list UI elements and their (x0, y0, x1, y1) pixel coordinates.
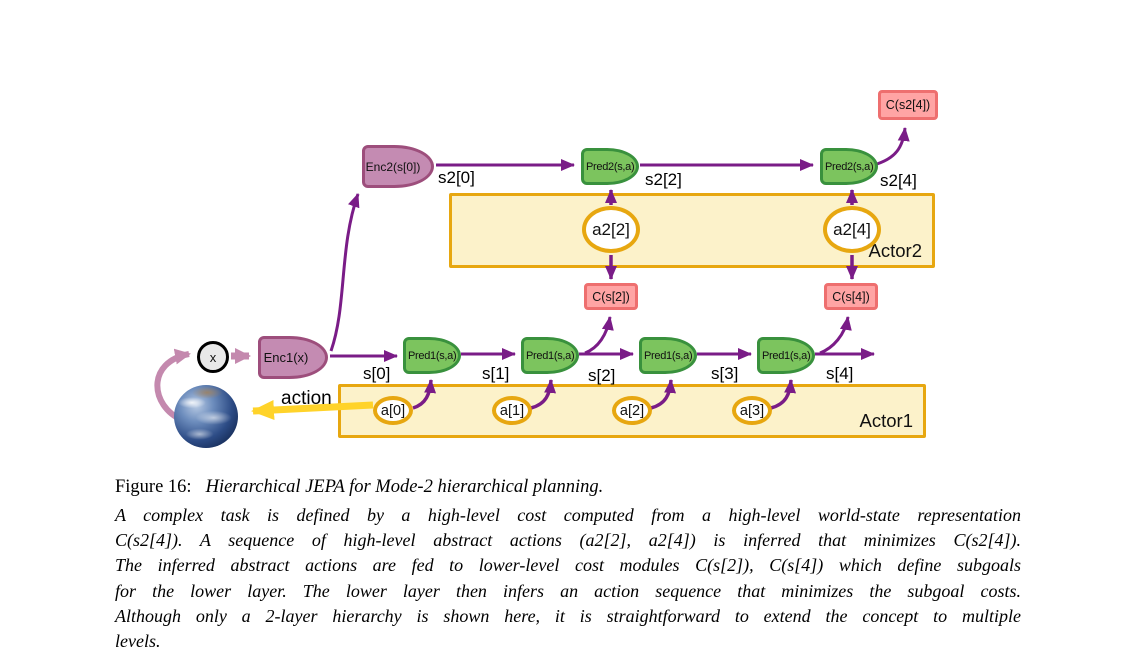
pred1-label: Pred1(s,a) (526, 349, 575, 362)
state-label-s2-2: s2[2] (645, 170, 682, 189)
pred2-node-2: Pred2(s,a) (820, 148, 878, 185)
caption-line: C(s2[4]). A sequence of high-level abstr… (115, 530, 1021, 551)
pred1-node-3: Pred1(s,a) (639, 337, 697, 374)
pred1-label: Pred1(s,a) (644, 349, 693, 362)
action-arrow-label: action (281, 388, 332, 409)
action2-circle-a24: a2[4] (823, 206, 881, 253)
state-label-s4: s[4] (826, 364, 854, 383)
cost-s24-box: C(s2[4]) (878, 90, 938, 120)
x-label: x (209, 349, 217, 365)
pred1-node-2: Pred1(s,a) (521, 337, 579, 374)
figure-number: Figure 16: (115, 477, 192, 497)
caption-heading: Figure 16: Hierarchical JEPA for Mode-2 h… (115, 477, 1021, 498)
pred1-node-1: Pred1(s,a) (403, 337, 461, 374)
cost-s24-label: C(s2[4]) (885, 98, 931, 112)
enc1-label: Enc1(x) (263, 350, 309, 365)
action-circle-a2: a[2] (612, 396, 652, 425)
earth-icon (174, 385, 238, 448)
arrow-to-cost-s4 (819, 316, 852, 355)
caption-line: A complex task is defined by a high-leve… (115, 505, 1021, 525)
cost-s4-label: C(s[4]) (832, 289, 870, 304)
enc1-node: Enc1(x) (258, 336, 328, 379)
cost-s2-box: C(s[2]) (584, 283, 638, 310)
action-label: a[3] (739, 402, 765, 419)
state-label-s1: s[1] (482, 364, 510, 383)
state-label-s2-4: s2[4] (880, 171, 917, 190)
action2-circle-a22: a2[2] (582, 206, 640, 253)
action-circle-a3: a[3] (732, 396, 772, 425)
enc2-label: Enc2(s[0]) (365, 159, 421, 174)
pred2-node-1: Pred2(s,a) (581, 148, 639, 185)
figure-caption: Figure 16: Hierarchical JEPA for Mode-2 h… (115, 477, 1021, 654)
actor2-label: Actor2 (868, 240, 922, 261)
enc2-node: Enc2(s[0]) (362, 145, 434, 188)
action2-label: a2[4] (833, 219, 871, 239)
action-label: a[1] (499, 402, 525, 419)
state-label-s3: s[3] (711, 364, 739, 383)
caption-line: for the lower layer. The lower layer the… (115, 580, 1021, 601)
observation-x-circle: x (197, 341, 229, 373)
action-circle-a1: a[1] (492, 396, 532, 425)
arrow-to-cost-s24 (876, 127, 910, 166)
pred2-label: Pred2(s,a) (825, 160, 874, 173)
action-circle-a0: a[0] (373, 396, 413, 425)
state-label-s0: s[0] (363, 364, 391, 383)
caption-line: levels. (115, 631, 161, 652)
figure-title: Hierarchical JEPA for Mode-2 hierarchica… (205, 477, 604, 497)
state-label-s2: s[2] (588, 366, 616, 385)
pred1-label: Pred1(s,a) (408, 349, 457, 362)
caption-line: The inferred abstract actions are fed to… (115, 555, 1021, 576)
actor1-label: Actor1 (859, 410, 913, 431)
pred1-node-4: Pred1(s,a) (757, 337, 815, 374)
action-label: a[2] (619, 402, 645, 419)
cost-s2-label: C(s[2]) (592, 289, 630, 304)
state-label-s2-0: s2[0] (438, 168, 475, 187)
pred1-label: Pred1(s,a) (762, 349, 811, 362)
arrow-to-cost-s2 (584, 316, 614, 355)
cost-s4-box: C(s[4]) (824, 283, 878, 310)
action-label: a[0] (380, 402, 406, 419)
pred2-label: Pred2(s,a) (586, 160, 635, 173)
action2-label: a2[2] (592, 219, 630, 239)
arrow-enc1-to-enc2 (329, 193, 360, 352)
caption-line: Although only a 2-layer hierarchy is sho… (115, 605, 1021, 626)
